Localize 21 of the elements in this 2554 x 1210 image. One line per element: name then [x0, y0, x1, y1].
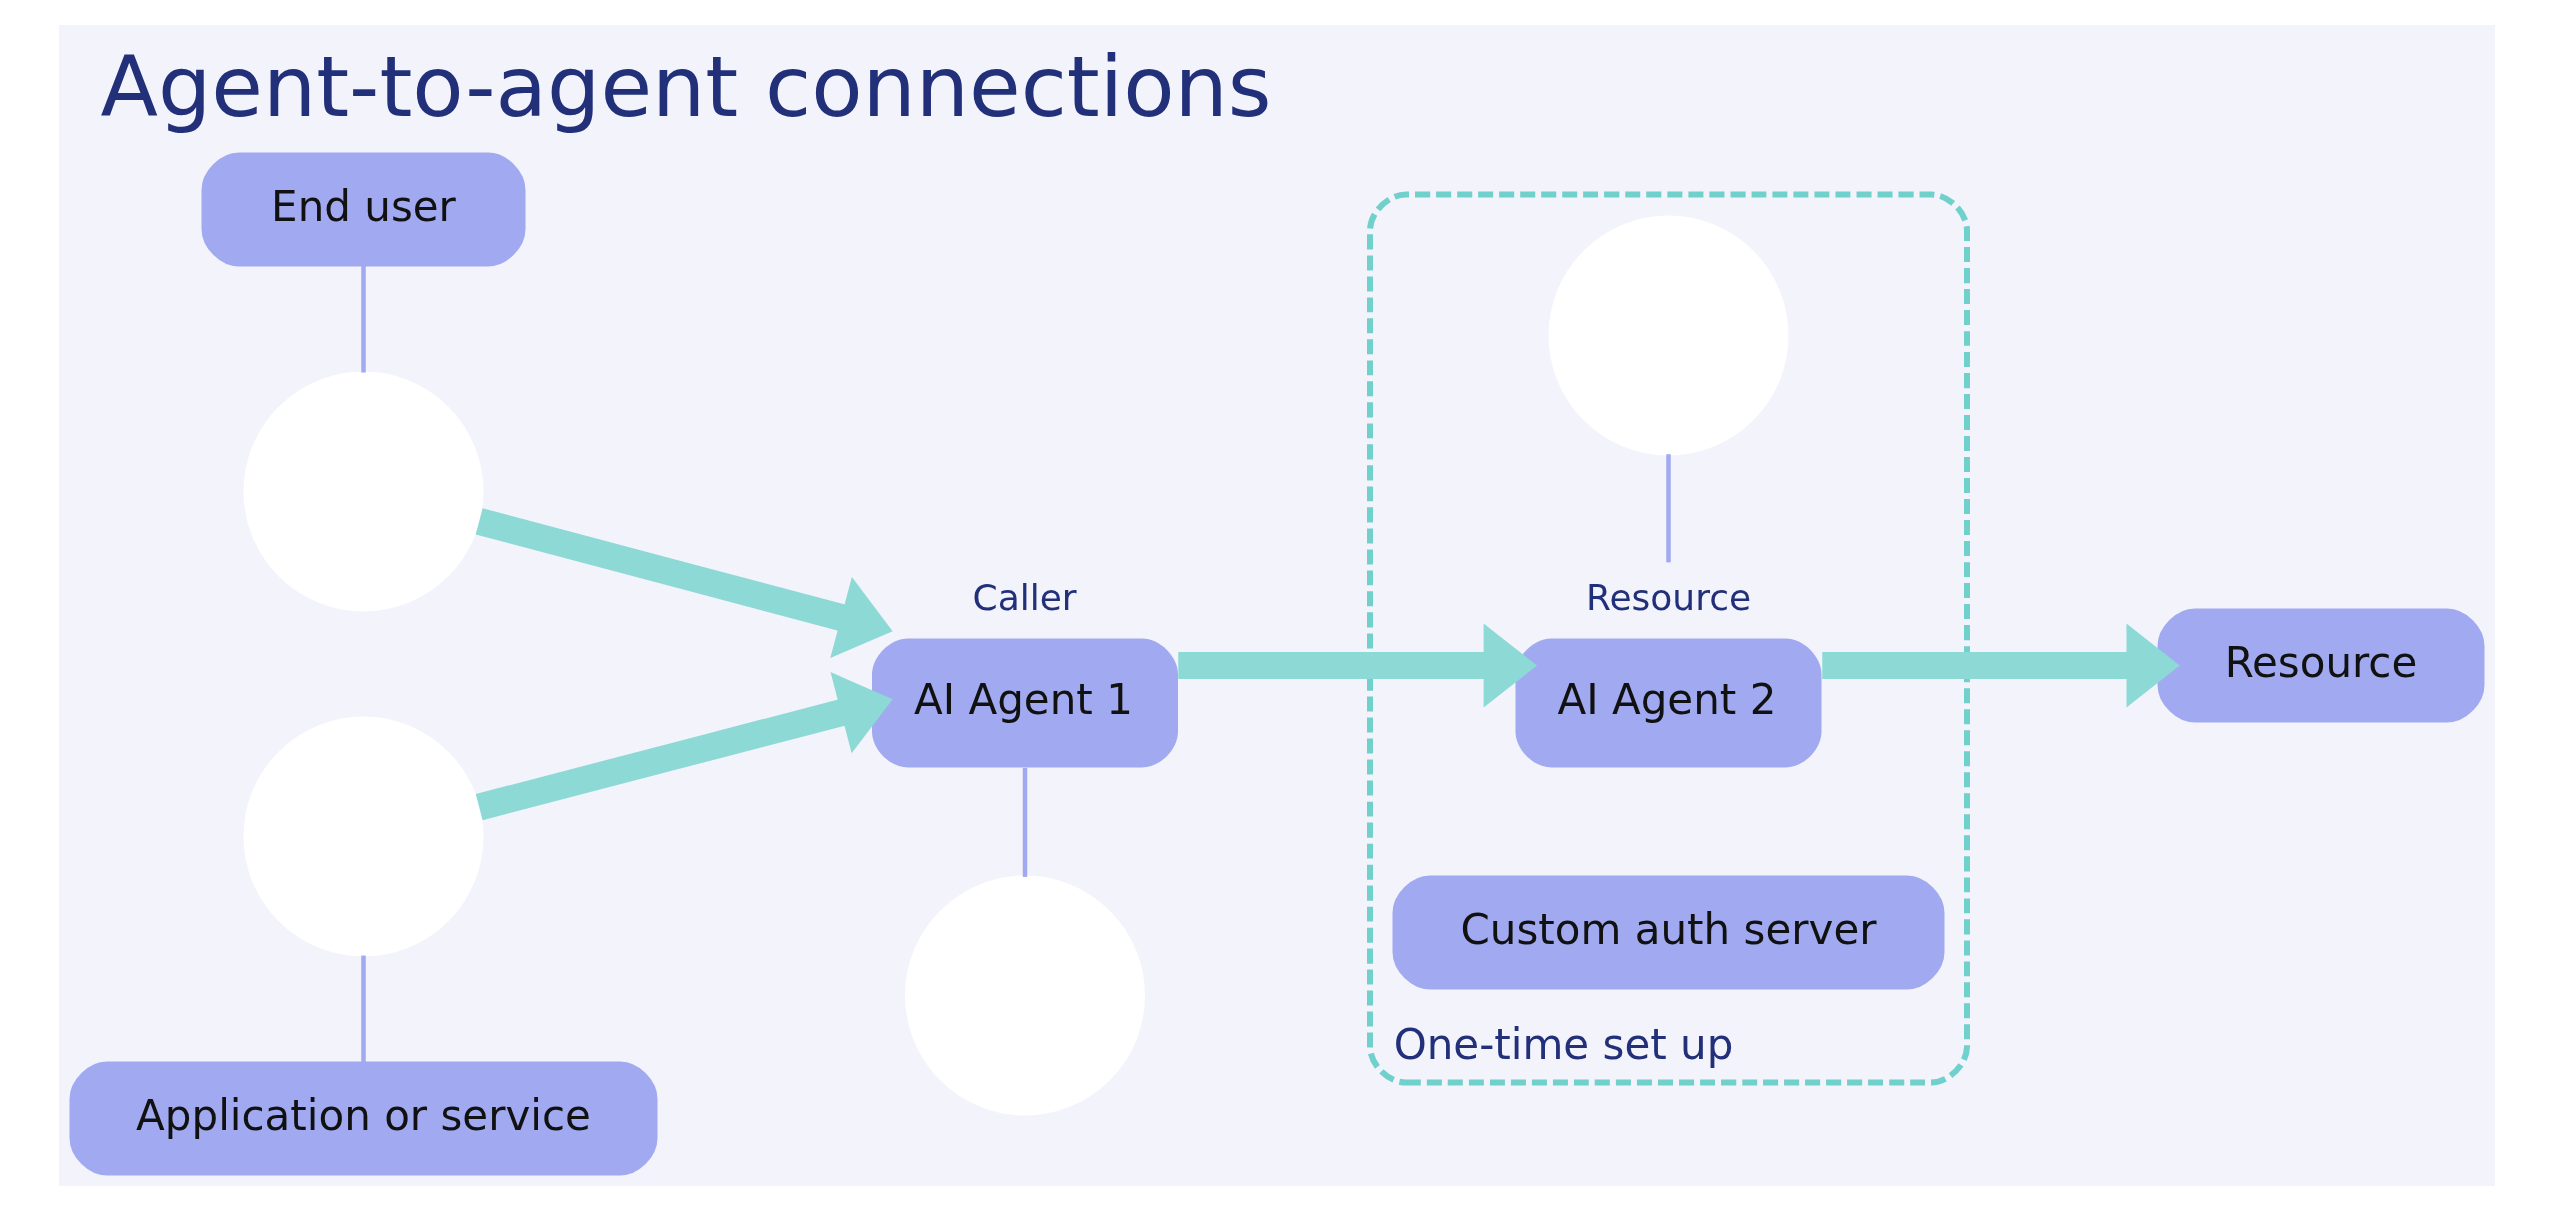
- connector: [361, 955, 366, 1062]
- node-box: Resource: [2157, 608, 2485, 722]
- node-circle: [1548, 215, 1789, 455]
- node-box: Application or service: [69, 1061, 658, 1175]
- connector: [361, 265, 366, 372]
- connector: [1666, 453, 1671, 562]
- node-circle: [243, 371, 484, 611]
- node-box: End user: [201, 152, 526, 266]
- arrow: [475, 507, 893, 658]
- node-box: AI Agent 1: [872, 638, 1178, 767]
- node-circle: [243, 716, 484, 956]
- arrow: [1822, 622, 2180, 707]
- node-label: Resource: [1586, 576, 1752, 618]
- connector: [1022, 767, 1028, 877]
- node-box: Custom auth server: [1392, 875, 1945, 989]
- node-box: AI Agent 2: [1515, 638, 1822, 767]
- node-label: Caller: [972, 576, 1077, 618]
- diagram-title: Agent-to-agent connections: [100, 37, 1272, 136]
- node-circle: [905, 875, 1145, 1115]
- arrow: [475, 671, 893, 820]
- arrow: [1178, 622, 1537, 707]
